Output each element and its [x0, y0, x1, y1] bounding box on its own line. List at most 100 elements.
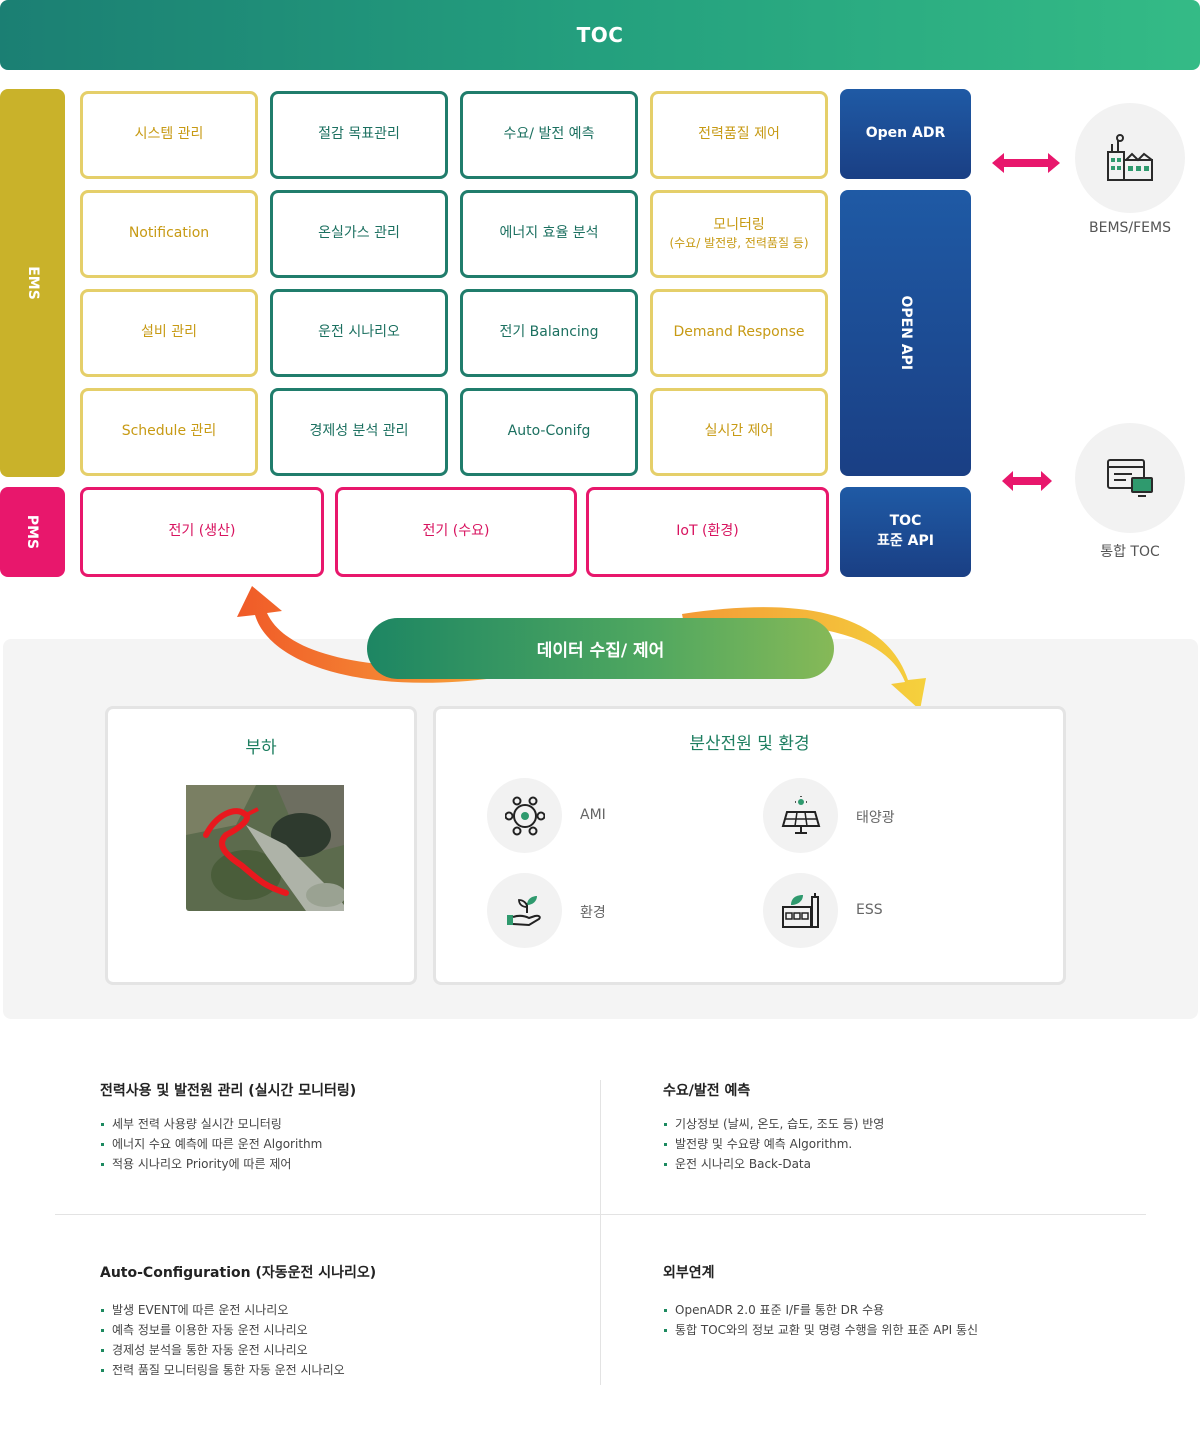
info-divider-horizontal [55, 1214, 1146, 1215]
ems-box-realtime-control[interactable]: 실시간 제어 [650, 388, 828, 476]
environment-circle[interactable] [487, 873, 562, 948]
bems-label: BEMS/FEMS [1089, 220, 1171, 236]
open-api-block[interactable]: OPEN API [840, 190, 971, 476]
info-list-item: 경제성 분석을 통한 자동 운전 시나리오 [100, 1340, 580, 1360]
ems-label-text: EMS [24, 266, 41, 300]
ems-box-label: 에너지 효율 분석 [499, 225, 599, 242]
info-title: 전력사용 및 발전원 관리 (실시간 모니터링) [100, 1083, 357, 1099]
pms-box-label: 전기 (수요) [422, 523, 490, 540]
ems-box-scenario[interactable]: 운전 시나리오 [270, 289, 448, 377]
ems-box-label: 절감 목표관리 [318, 126, 400, 143]
ems-box-equipment[interactable]: 설비 관리 [80, 289, 258, 377]
info-title: 수요/발전 예측 [663, 1083, 751, 1099]
info-list-item: 세부 전력 사용량 실시간 모니터링 [100, 1114, 580, 1134]
ems-box-label: 실시간 제어 [704, 423, 774, 440]
ems-box-label: Schedule 관리 [121, 423, 217, 440]
pms-label: PMS [0, 487, 65, 577]
pms-label-text: PMS [24, 514, 41, 550]
ems-box-label: 운전 시나리오 [318, 324, 400, 341]
info-title: Auto-Configuration (자동운전 시나리오) [100, 1265, 377, 1281]
open-adr-block[interactable]: Open ADR [840, 89, 971, 179]
load-card-title: 부하 [245, 738, 277, 758]
distributed-card-title: 분산전원 및 환경 [689, 734, 810, 754]
ems-box-system[interactable]: 시스템 관리 [80, 91, 258, 179]
info-list-item: 발전량 및 수요량 예측 Algorithm. [663, 1134, 1143, 1154]
info-block-auto-config: Auto-Configuration (자동운전 시나리오) 발생 EVENT에… [100, 1262, 580, 1380]
info-list-item: 발생 EVENT에 따른 운전 시나리오 [100, 1300, 580, 1320]
curved-arrow-up-icon [237, 586, 497, 683]
ems-box-label: 전기 Balancing [499, 324, 599, 341]
plant-hand-icon [506, 895, 541, 926]
ems-box-label: Demand Response [673, 324, 805, 341]
ems-box-label: 수요/ 발전 예측 [503, 126, 595, 143]
info-list-item: 예측 정보를 이용한 자동 운전 시나리오 [100, 1320, 580, 1340]
pms-box-electric-demand[interactable]: 전기 (수요) [335, 487, 577, 577]
data-collection-pill: 데이터 수집/ 제어 [367, 618, 834, 679]
info-list: OpenADR 2.0 표준 I/F를 통한 DR 수용 통합 TOC와의 정보… [663, 1300, 1143, 1340]
ems-box-saving-goal[interactable]: 절감 목표관리 [270, 91, 448, 179]
load-map-image[interactable] [186, 785, 344, 911]
info-list-item: 통합 TOC와의 정보 교환 및 명령 수행을 위한 표준 API 통신 [663, 1320, 1143, 1340]
monitor-icon [1107, 459, 1153, 497]
ami-circle[interactable] [487, 778, 562, 853]
integrated-toc-circle[interactable] [1075, 423, 1185, 533]
ami-label: AMI [580, 807, 606, 823]
solar-panel-icon [781, 795, 820, 834]
integrated-toc-label: 통합 TOC [1100, 544, 1160, 560]
ems-box-label: 설비 관리 [141, 324, 197, 341]
toc-header-bar: TOC [0, 0, 1200, 70]
info-list-item: 기상정보 (날씨, 온도, 습도, 조도 등) 반영 [663, 1114, 1143, 1134]
ems-box-label: 온실가스 관리 [318, 225, 400, 242]
info-list-item: 적용 시나리오 Priority에 따른 제어 [100, 1154, 580, 1174]
info-title: 외부연계 [663, 1265, 715, 1281]
ems-box-label: 경제성 분석 관리 [309, 423, 409, 440]
info-list: 기상정보 (날씨, 온도, 습도, 조도 등) 반영 발전량 및 수요량 예측 … [663, 1114, 1143, 1174]
info-list-item: 전력 품질 모니터링을 통한 자동 운전 시나리오 [100, 1360, 580, 1380]
toc-api-block[interactable]: TOC 표준 API [840, 487, 971, 577]
network-icon [504, 796, 545, 835]
ems-box-ghg[interactable]: 온실가스 관리 [270, 190, 448, 278]
info-block-monitoring: 전력사용 및 발전원 관리 (실시간 모니터링) 세부 전력 사용량 실시간 모… [100, 1080, 580, 1174]
ems-box-schedule[interactable]: Schedule 관리 [80, 388, 258, 476]
toc-api-label-line1: TOC [889, 513, 922, 530]
toc-api-label-line2: 표준 API [877, 533, 934, 549]
load-card: 부하 [105, 706, 417, 985]
open-adr-label: Open ADR [865, 125, 946, 142]
ems-box-notification[interactable]: Notification [80, 190, 258, 278]
info-list-item: 에너지 수요 예측에 따른 운전 Algorithm [100, 1134, 580, 1154]
ems-box-balancing[interactable]: 전기 Balancing [460, 289, 638, 377]
ems-label: EMS [0, 89, 65, 477]
open-api-label: OPEN API [898, 295, 915, 371]
ems-box-sublabel: (수요/ 발전량, 전력품질 등) [669, 236, 809, 251]
pms-box-iot-environment[interactable]: IoT (환경) [586, 487, 829, 577]
info-block-external: 외부연계 OpenADR 2.0 표준 I/F를 통한 DR 수용 통합 TOC… [663, 1262, 1143, 1340]
curved-arrow-down-icon [682, 607, 926, 710]
ems-box-monitoring[interactable]: 모니터링 (수요/ 발전량, 전력품질 등) [650, 190, 828, 278]
pms-box-label: 전기 (생산) [168, 523, 236, 540]
ems-box-label: Notification [128, 225, 210, 242]
factory-icon [1107, 134, 1153, 181]
environment-label: 환경 [580, 905, 606, 921]
info-list-item: OpenADR 2.0 표준 I/F를 통한 DR 수용 [663, 1300, 1143, 1320]
solar-label: 태양광 [856, 810, 895, 826]
ess-circle[interactable] [763, 873, 838, 948]
ems-box-label: 전력품질 제어 [698, 126, 780, 143]
ems-box-forecast[interactable]: 수요/ 발전 예측 [460, 91, 638, 179]
ems-box-power-quality[interactable]: 전력품질 제어 [650, 91, 828, 179]
distributed-resources-card: 분산전원 및 환경 AMI 태양광 [433, 706, 1066, 985]
info-divider-vertical [600, 1080, 601, 1385]
info-list-item: 운전 시나리오 Back-Data [663, 1154, 1143, 1174]
pms-box-label: IoT (환경) [676, 523, 739, 540]
ems-box-label: Auto-Conifg [507, 423, 591, 440]
double-arrow-icon [1002, 471, 1052, 491]
solar-circle[interactable] [763, 778, 838, 853]
ems-box-auto-config[interactable]: Auto-Conifg [460, 388, 638, 476]
ems-box-efficiency[interactable]: 에너지 효율 분석 [460, 190, 638, 278]
info-list: 세부 전력 사용량 실시간 모니터링 에너지 수요 예측에 따른 운전 Algo… [100, 1114, 580, 1174]
pms-box-electric-production[interactable]: 전기 (생산) [80, 487, 324, 577]
ems-box-demand-response[interactable]: Demand Response [650, 289, 828, 377]
ess-label: ESS [856, 902, 883, 918]
bems-circle[interactable] [1075, 103, 1185, 213]
ems-box-label: 시스템 관리 [134, 126, 204, 143]
ems-box-economic[interactable]: 경제성 분석 관리 [270, 388, 448, 476]
